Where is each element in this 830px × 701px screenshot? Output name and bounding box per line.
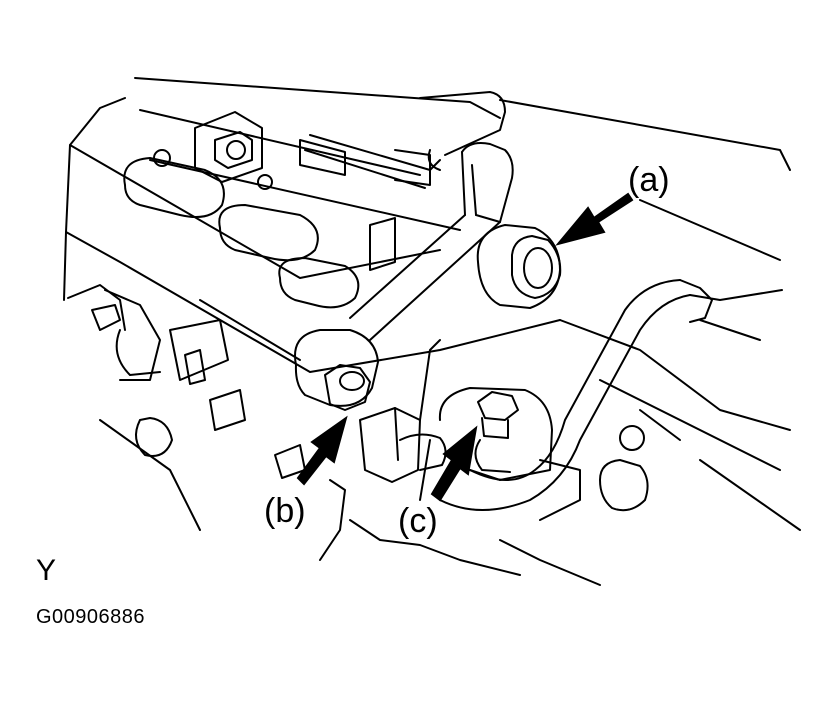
callout-label-b: (b) xyxy=(264,492,306,530)
callout-label-c: (c) xyxy=(398,502,438,540)
arrow-c xyxy=(430,425,478,502)
callout-label-a: (a) xyxy=(628,161,670,199)
sensor-connector xyxy=(359,407,447,483)
arrow-b xyxy=(296,415,348,486)
cylinder-head xyxy=(499,99,801,531)
nut-a xyxy=(476,224,562,309)
bolt-c xyxy=(438,387,553,481)
figure-code: G00906886 xyxy=(36,606,146,628)
intake-manifold xyxy=(63,77,561,373)
view-indicator: Y xyxy=(36,554,57,587)
lower-block xyxy=(349,339,601,586)
bolt-b xyxy=(294,329,379,411)
hose xyxy=(439,279,783,511)
support-bracket xyxy=(349,142,514,341)
arrow-a xyxy=(555,192,634,246)
